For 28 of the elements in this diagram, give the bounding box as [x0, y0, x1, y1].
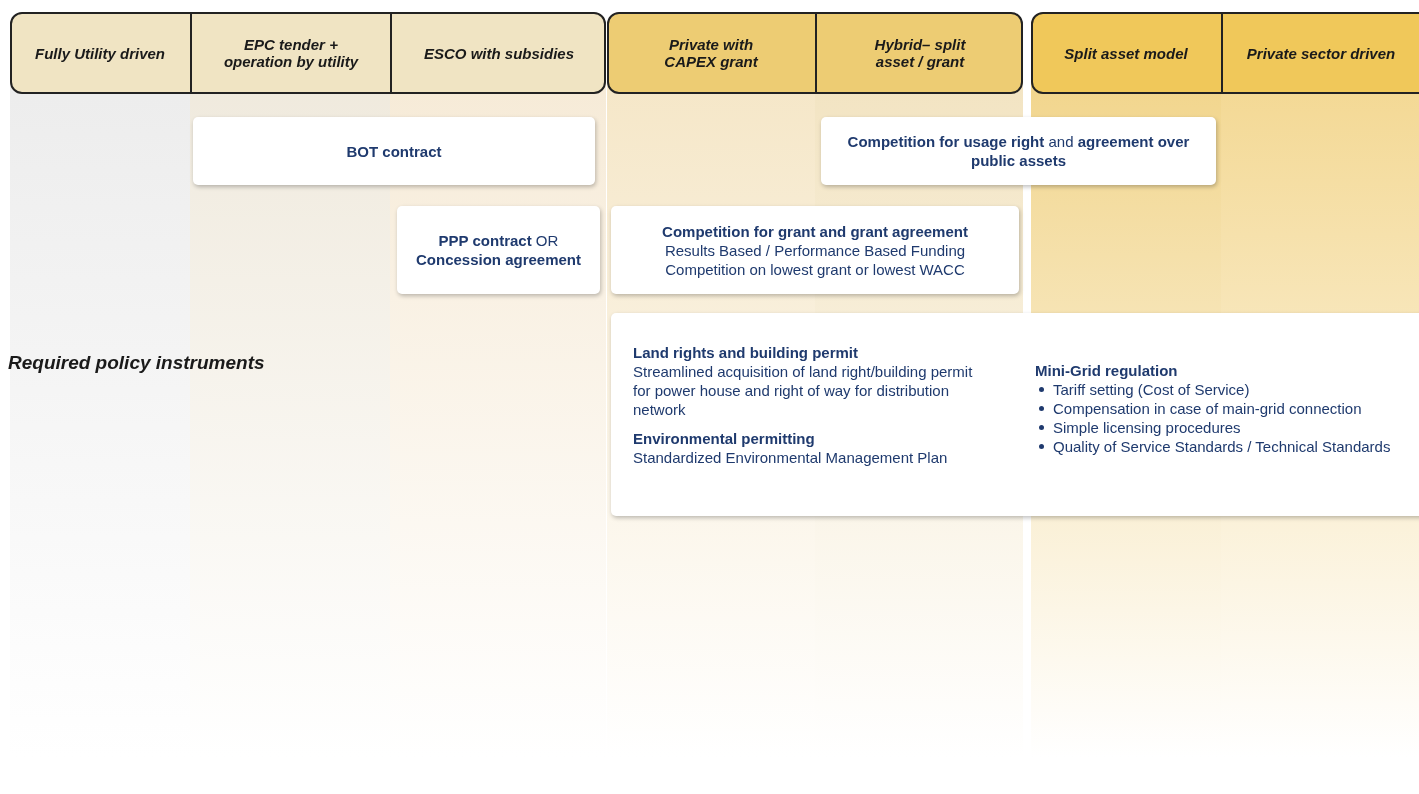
card-heading: Competition for grant and grant agreement [662, 221, 968, 241]
card-heading: Environmental permitting [633, 429, 816, 448]
card-text: Competition for usage right and agreement over public assets [846, 132, 1191, 170]
row-label: Required policy instruments [8, 352, 265, 374]
bullet-item: Compensation in case of main-grid connection [1035, 399, 1415, 418]
bullet-item: Quality of Service Standards / Technical Standards [1035, 437, 1415, 456]
header-text: Fully Utility driven [35, 44, 165, 62]
policy-card [611, 313, 1419, 516]
header-text: Private sector driven [1246, 44, 1396, 62]
header-text: Hybrid– split asset / grant [873, 36, 967, 70]
policy-card [611, 206, 1019, 294]
bullet-item: Simple licensing procedures [1035, 418, 1415, 437]
card-text: Standardized Environmental Management Plan [633, 448, 949, 467]
policy-card [397, 206, 600, 294]
card-text: Results Based / Performance Based Funding [664, 240, 966, 260]
card-text: PPP contract OR Concession agreement [414, 231, 583, 269]
header-text: ESCO with subsidies [424, 44, 574, 62]
card-text: Streamlined acquisition of land right/building permit for power house and right of way for distribution network [633, 362, 974, 419]
header-text: EPC tender + operation by utility [222, 36, 360, 70]
policy-card [193, 117, 595, 185]
card-heading: BOT contract [346, 141, 442, 161]
bullet-item: Tariff setting (Cost of Service) [1035, 380, 1415, 399]
policy-card [821, 117, 1216, 185]
header-text: Private with CAPEX grant [663, 36, 760, 70]
card-heading: Mini-Grid regulation [1035, 361, 1179, 380]
header-text: Split asset model [1064, 44, 1188, 62]
card-heading: Land rights and building permit [633, 343, 859, 362]
card-text: Competition on lowest grant or lowest WACC [665, 259, 965, 279]
